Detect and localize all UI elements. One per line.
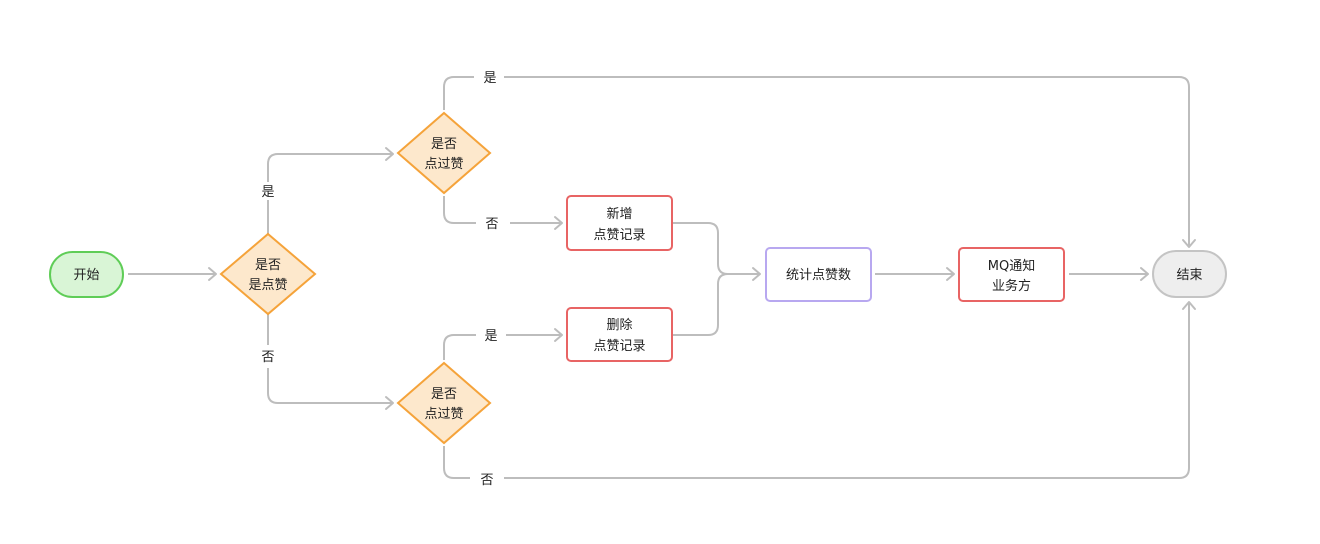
arrowhead [554,328,563,342]
edge-label-top-yes: 是 [483,71,496,86]
decision-has-liked-top[interactable]: 是否 点过赞 [396,111,492,195]
edge-bottom-no [443,302,1190,479]
edge-liked-yes [267,153,393,234]
process-line2: 业务方 [992,278,1031,294]
arrowhead [1140,267,1149,281]
end-label: 结束 [1176,268,1202,283]
edge-label-liked-yes: 是 [261,185,274,200]
decision-line2: 是点赞 [248,278,287,293]
arrowhead [208,267,217,281]
edge-top-no [443,196,562,224]
edge-add-to-count [672,222,760,275]
decision-diamond-shape [396,111,492,195]
process-line1: 删除 [606,318,632,333]
process-box [765,247,872,302]
arrowhead [946,267,955,281]
arrowhead [385,396,394,410]
edge-label-liked-no: 否 [261,350,274,365]
delete-like-record-node[interactable]: 删除 点赞记录 [566,307,673,362]
process-box [566,195,673,251]
decision-is-like[interactable]: 是否 是点赞 [219,232,317,316]
decision-line2: 点过赞 [424,407,463,422]
edge-bottom-yes [443,334,562,360]
edge-liked-no [267,314,393,404]
start-node[interactable]: 开始 [49,251,124,298]
arrowhead [1182,301,1196,310]
count-likes-node[interactable]: 统计点赞数 [765,247,872,302]
edges [128,76,1196,479]
decision-has-liked-bottom[interactable]: 是否 点过赞 [396,361,492,445]
edge-label-bottom-yes: 是 [484,329,497,344]
edge-label-top-no: 否 [485,217,498,232]
edge-labels: 是 否 是 否 是 否 [261,71,498,488]
decision-line1: 是否 [431,137,457,152]
process-line2: 点赞记录 [593,339,645,354]
edge-label-bottom-no: 否 [480,473,493,488]
decision-diamond-shape [219,232,317,316]
start-terminal-shape [49,251,124,298]
process-line1: 新增 [606,206,632,222]
process-label: 统计点赞数 [786,268,851,283]
process-box [566,307,673,362]
process-box [958,247,1065,302]
arrowhead [554,216,563,230]
edge-top-yes [443,76,1190,246]
edge-delete-to-count [672,273,729,336]
add-like-record-node[interactable]: 新增 点赞记录 [566,195,673,251]
mq-notify-node[interactable]: MQ通知 业务方 [958,247,1065,302]
process-line2: 点赞记录 [593,228,645,243]
start-label: 开始 [73,268,99,283]
decision-line1: 是否 [255,258,281,273]
arrowhead [385,147,394,161]
process-line1: MQ通知 [988,258,1035,274]
decision-line1: 是否 [431,387,457,402]
decision-diamond-shape [396,361,492,445]
arrowhead [752,267,761,281]
end-node[interactable]: 结束 [1152,250,1227,298]
end-terminal-shape [1152,250,1227,298]
arrowhead [1182,239,1196,248]
decision-line2: 点过赞 [424,157,463,172]
